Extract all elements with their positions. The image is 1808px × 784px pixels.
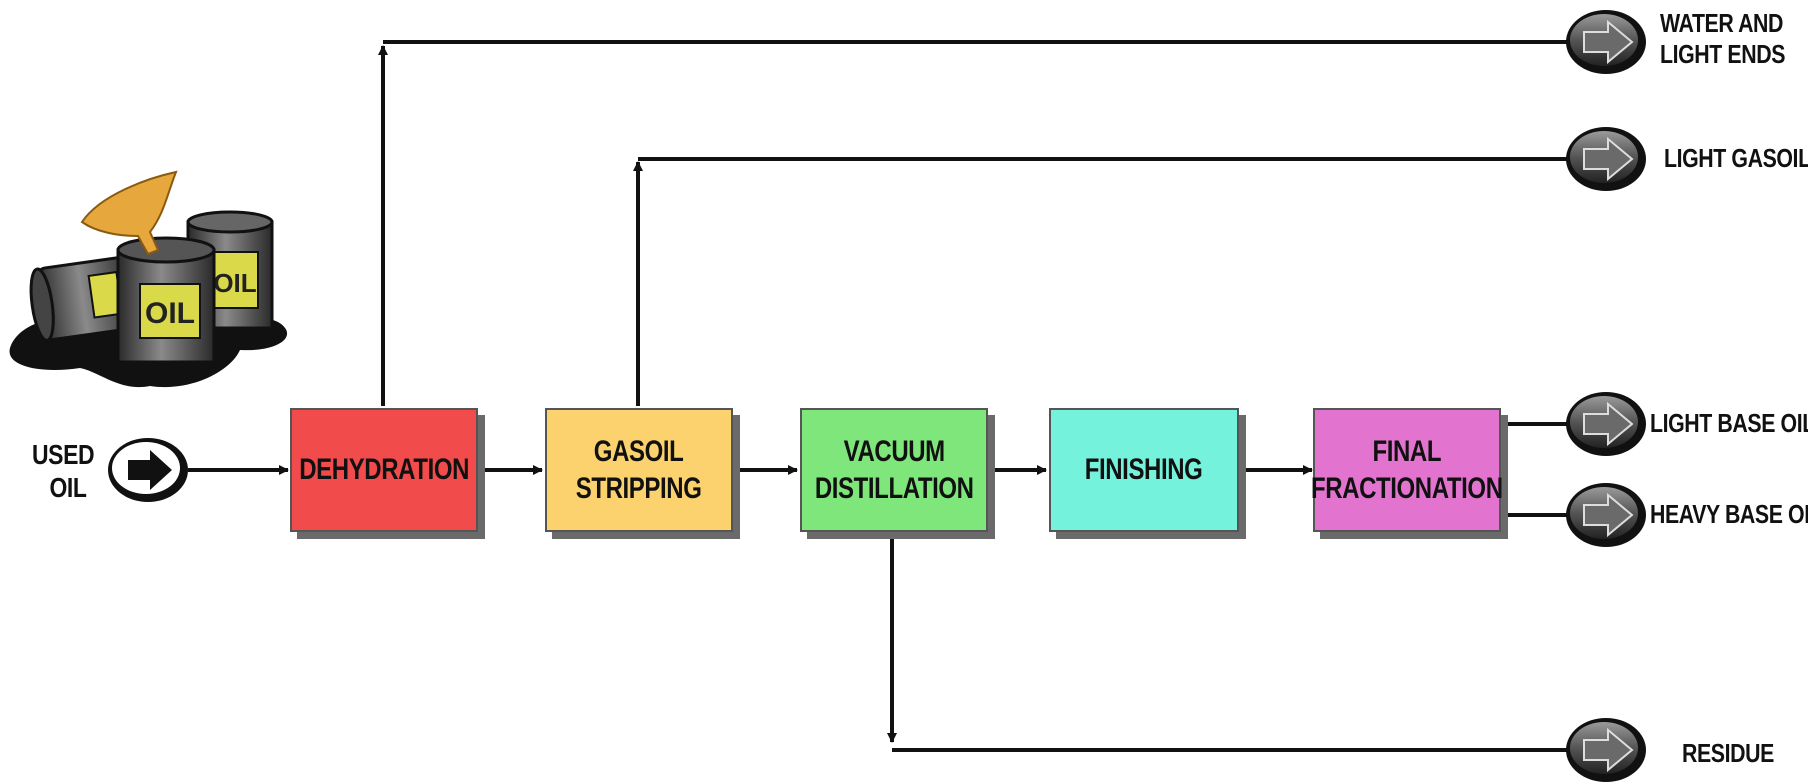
output-label-residue-line1: RESIDUE [1682,738,1774,768]
used-oil-label: USED OIL [32,438,95,504]
output-endpoint-heavy-base-oil [1566,483,1646,547]
output-label-water-light-ends-line2: LIGHT ENDS [1660,38,1786,69]
output-label-water-light-ends-line1: WATER AND [1660,8,1784,38]
barrel-label-back: OIL [213,268,256,298]
step-final-fractionation: FINAL FRACTIONATION [1311,408,1503,532]
flow-lines [188,40,1572,752]
step-final-fractionation-label-line1: FINAL [1372,434,1442,468]
barrel-label-front: OIL [145,297,195,330]
step-gasoil-stripping-label-line2: STRIPPING [576,472,702,505]
used-oil-input-endpoint [108,438,188,502]
step-dehydration-label-line2: DEHYDRATION [299,453,469,487]
step-finishing-label-line2: FINISHING [1085,453,1203,487]
used-oil-label-line1: USED [32,439,95,470]
output-endpoint-residue [1566,718,1646,782]
output-label-heavy-base-oil: HEAVY BASE OIL [1650,499,1808,530]
step-gasoil-stripping: GASOIL STRIPPING [545,408,733,532]
output-endpoint-water-light-ends [1566,10,1646,74]
output-label-light-base-oil: LIGHT BASE OIL [1650,408,1808,439]
step-vacuum-distillation-label-line1: VACUUM [843,434,945,468]
oil-barrels-illustration: OIL OIL [9,170,288,388]
output-endpoint-light-base-oil [1566,392,1646,456]
used-oil-label-line2: OIL [49,472,87,504]
step-final-fractionation-label-line2: FRACTIONATION [1311,472,1503,505]
step-vacuum-distillation: VACUUM DISTILLATION [800,408,988,532]
output-endpoint-light-gasoil [1566,127,1646,191]
output-label-water-light-ends: WATER AND LIGHT ENDS [1660,8,1785,69]
step-gasoil-stripping-label-line1: GASOIL [594,434,684,468]
output-label-light-gasoil-line1: LIGHT GASOIL [1664,143,1808,173]
step-vacuum-distillation-label-line2: DISTILLATION [814,472,974,505]
output-label-heavy-base-oil-line1: HEAVY BASE OIL [1650,499,1808,529]
output-label-residue: RESIDUE [1682,738,1774,769]
step-dehydration: DEHYDRATION [290,408,478,532]
output-label-light-gasoil: LIGHT GASOIL [1664,143,1808,174]
step-finishing: FINISHING [1049,408,1239,532]
output-label-light-base-oil-line1: LIGHT BASE OIL [1650,408,1808,438]
